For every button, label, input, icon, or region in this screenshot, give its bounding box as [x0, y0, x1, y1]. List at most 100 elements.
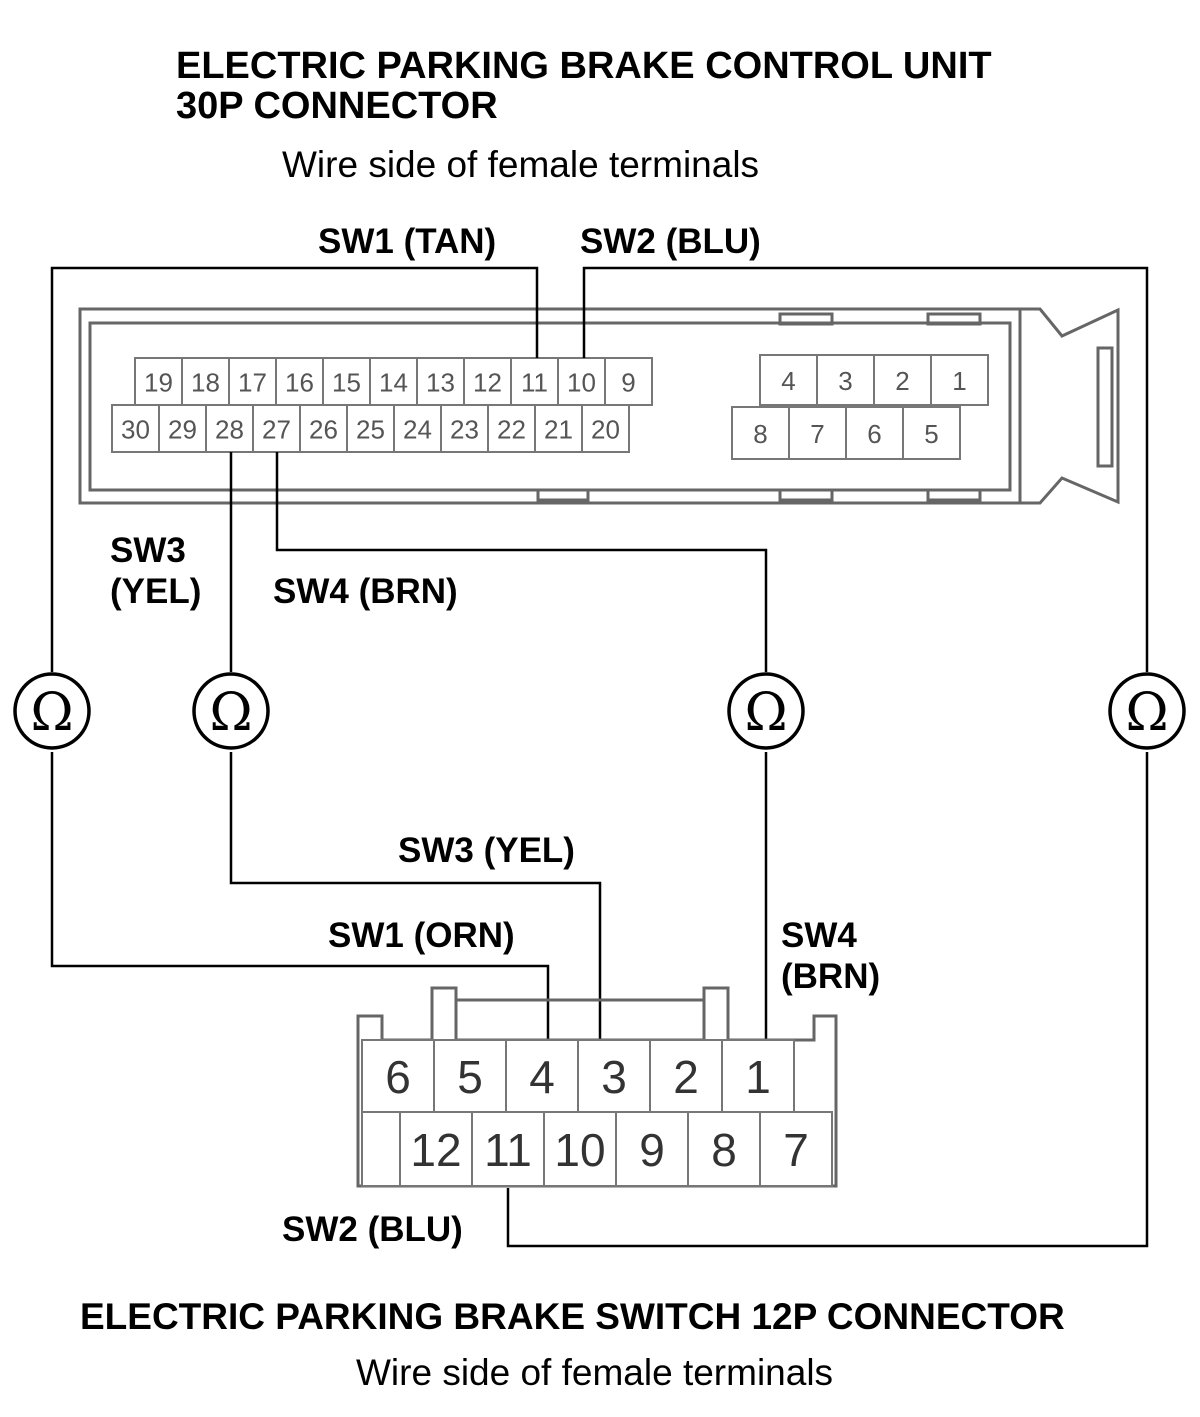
- ecu-pin-6: 6: [867, 419, 881, 449]
- ecu-pin-28: 28: [215, 415, 244, 445]
- ecu-pin-21: 21: [544, 415, 573, 445]
- label-sw1-tan: SW1 (TAN): [318, 222, 496, 261]
- ecu-pin-28-cell: [205, 404, 254, 453]
- label-sw3-line1: SW3: [110, 531, 186, 570]
- switch-pin-3: 3: [601, 1051, 627, 1103]
- ecu-pin-4-cell: [759, 354, 818, 406]
- wire-sw1-lower: [50, 752, 550, 1040]
- ecu-pin-25-cell: [346, 404, 395, 453]
- label-sw2-blu-bottom: SW2 (BLU): [282, 1210, 463, 1249]
- ecu-pin-27-cell: [252, 404, 301, 453]
- switch-pin-12: 12: [410, 1124, 461, 1176]
- switch-pin-4: 4: [529, 1051, 555, 1103]
- ohm-icon: Ω: [209, 683, 252, 743]
- ecu-connector-title-line1: ELECTRIC PARKING BRAKE CONTROL UNIT: [176, 45, 992, 87]
- ecu-pin-10: 10: [567, 368, 596, 398]
- label-sw4-brn-top: SW4 (BRN): [273, 572, 458, 611]
- switch-pin-6-cell: [361, 1039, 435, 1113]
- wire-sw2: [582, 266, 1149, 672]
- switch-pin-7-cell: [759, 1111, 833, 1187]
- ohmmeter-sw4: Ω: [727, 672, 805, 750]
- ecu-pin-20: 20: [591, 415, 620, 445]
- ecu-pin-26: 26: [309, 415, 338, 445]
- ecu-pin-5-cell: [902, 406, 961, 460]
- ohm-icon: Ω: [1125, 683, 1168, 743]
- ecu-pin-22: 22: [497, 415, 526, 445]
- ecu-pin-4: 4: [781, 366, 795, 396]
- ecu-pin-12: 12: [473, 368, 502, 398]
- ecu-pin-17: 17: [238, 368, 267, 398]
- ecu-pin-24: 24: [403, 415, 432, 445]
- ohmmeter-sw2: Ω: [1108, 672, 1186, 750]
- ecu-pin-24-cell: [393, 404, 442, 453]
- ecu-pin-30: 30: [121, 415, 150, 445]
- label-sw4-line1: SW4: [781, 916, 857, 955]
- label-sw3-yel-bottom: SW3 (YEL): [398, 831, 575, 870]
- ecu-pin-7: 7: [810, 419, 824, 449]
- ecu-pin-19: 19: [144, 368, 173, 398]
- switch-pin-2: 2: [673, 1051, 699, 1103]
- ohm-icon: Ω: [30, 683, 73, 743]
- label-sw2-blu-top: SW2 (BLU): [580, 222, 761, 261]
- ecu-pin-21-cell: [534, 404, 583, 453]
- label-sw1-orn: SW1 (ORN): [328, 916, 515, 955]
- wire-sw2-lower: [506, 752, 1149, 1248]
- ecu-pin-9: 9: [621, 368, 635, 398]
- ecu-pin-14-cell: [369, 357, 418, 406]
- ecu-pin-22-cell: [487, 404, 536, 453]
- ecu-pin-8: 8: [753, 419, 767, 449]
- switch-pin-11: 11: [484, 1124, 532, 1176]
- ecu-pin-29: 29: [168, 415, 197, 445]
- ecu-pin-18: 18: [191, 368, 220, 398]
- switch-pin-1: 1: [745, 1051, 771, 1103]
- ecu-pin-1: 1: [952, 366, 966, 396]
- switch-pin-10: 10: [554, 1124, 605, 1176]
- switch-pin-8-cell: [687, 1111, 761, 1187]
- switch-pin-4-cell: [505, 1039, 579, 1113]
- ecu-pin-17-cell: [228, 357, 277, 406]
- ecu-pin-14: 14: [379, 368, 408, 398]
- ecu-pin-15: 15: [332, 368, 361, 398]
- wire-sw3-lower: [229, 752, 602, 1112]
- ecu-pin-3-cell: [816, 354, 875, 406]
- wire-sw1: [50, 266, 539, 672]
- switch-pin-1-cell: [721, 1039, 795, 1113]
- label-sw4-line2: (BRN): [781, 957, 880, 996]
- ecu-pin-2-cell: [873, 354, 932, 406]
- ecu-pin-8-cell: [731, 406, 790, 460]
- ecu-pin-6-cell: [845, 406, 904, 460]
- ecu-pin-27: 27: [262, 415, 291, 445]
- ecu-pin-16: 16: [285, 368, 314, 398]
- ecu-pin-9-cell: [604, 357, 653, 406]
- ecu-pin-30-cell: [111, 404, 160, 453]
- ecu-pin-13: 13: [426, 368, 455, 398]
- switch-pin-2-cell: [649, 1039, 723, 1113]
- ecu-pin-20-cell: [581, 404, 630, 453]
- switch-pin-9-cell: [615, 1111, 689, 1187]
- ohmmeter-sw3: Ω: [192, 672, 270, 750]
- ecu-pin-23: 23: [450, 415, 479, 445]
- ecu-pin-2: 2: [895, 366, 909, 396]
- ecu-pin-3: 3: [838, 366, 852, 396]
- ecu-pin-25: 25: [356, 415, 385, 445]
- switch-pin-9: 9: [639, 1124, 665, 1176]
- ecu-pin-16-cell: [275, 357, 324, 406]
- switch-pin-5: 5: [457, 1051, 483, 1103]
- wire-sw4: [275, 452, 768, 672]
- wires: [50, 266, 1149, 1248]
- ecu-pin-11: 11: [521, 368, 548, 398]
- ohm-icon: Ω: [744, 683, 787, 743]
- ecu-pin-1-cell: [930, 354, 989, 406]
- switch-pin-7: 7: [783, 1124, 809, 1176]
- ecu-pin-13-cell: [416, 357, 465, 406]
- switch-pin-6: 6: [385, 1051, 411, 1103]
- switch-connector-subtitle: Wire side of female terminals: [356, 1352, 833, 1393]
- switch-blank-cell: [361, 1111, 401, 1187]
- ecu-connector-title-line2: 30P CONNECTOR: [176, 85, 498, 127]
- switch-pin-10-cell: [543, 1111, 617, 1187]
- ecu-pin-5: 5: [924, 419, 938, 449]
- ecu-connector-subtitle: Wire side of female terminals: [282, 144, 759, 185]
- label-sw3-line2: (YEL): [110, 572, 201, 611]
